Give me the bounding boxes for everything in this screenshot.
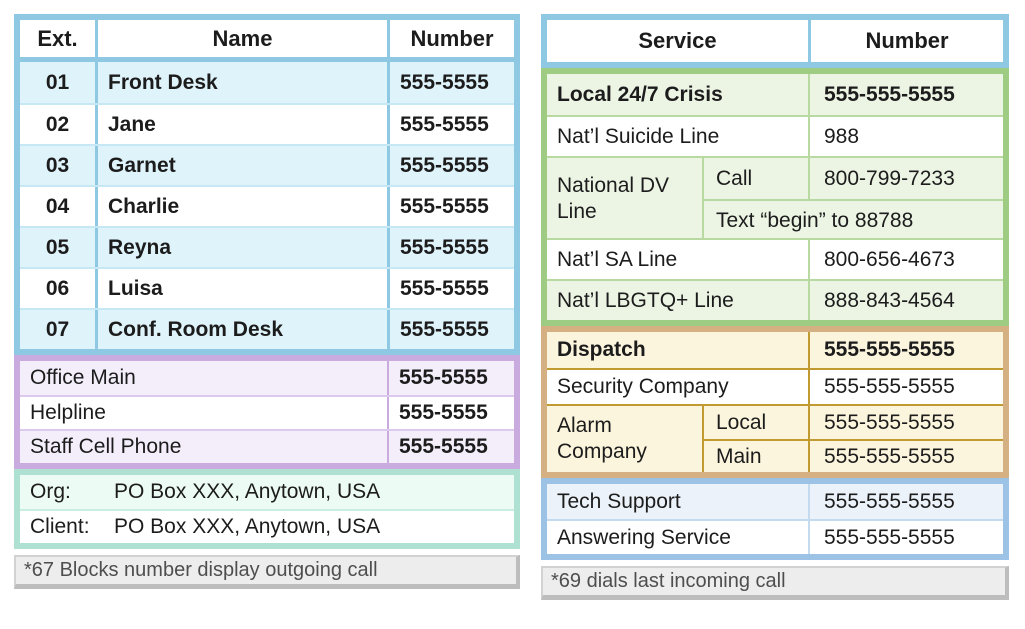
name-cell: Reyna xyxy=(95,228,387,267)
address-label: Client: xyxy=(30,515,90,538)
name-cell: Garnet xyxy=(95,146,387,185)
number-cell: 555-555-5555 xyxy=(808,406,1003,439)
name-cell: Front Desk xyxy=(95,62,387,103)
crisis-lines-section: Local 24/7 Crisis 555-555-5555 Nat’l Sui… xyxy=(541,68,1009,326)
addresses-section: Org: PO Box XXX, Anytown, USA Client: PO… xyxy=(14,469,520,549)
number-cell: 888-843-4564 xyxy=(808,281,1003,320)
call-label-cell: Call xyxy=(702,158,808,199)
number-cell: 555-5555 xyxy=(387,228,514,267)
table-row: Staff Cell Phone 555-5555 xyxy=(20,429,514,463)
service-cell: Nat’l SA Line xyxy=(557,247,678,271)
table-row: Nat’l Suicide Line 988 xyxy=(547,115,1003,156)
support-section: Tech Support 555-555-5555 Answering Serv… xyxy=(541,478,1009,560)
table-row: 04 Charlie 555-5555 xyxy=(20,185,514,226)
number-cell: 555-555-5555 xyxy=(808,521,1003,554)
footnote-star69: *69 dials last incoming call xyxy=(541,566,1009,600)
ext-cell: 01 xyxy=(45,70,70,94)
address-row: Client: PO Box XXX, Anytown, USA xyxy=(20,509,514,543)
number-cell: 555-555-5555 xyxy=(808,439,1003,472)
address-value: PO Box XXX, Anytown, USA xyxy=(114,480,381,503)
number-cell: 555-555-5555 xyxy=(808,370,1003,404)
number-cell: 800-799-7233 xyxy=(808,158,1003,199)
column-header-ext: Ext. xyxy=(37,25,78,51)
number-cell: 800-656-4673 xyxy=(808,240,1003,279)
name-cell: Conf. Room Desk xyxy=(95,310,387,349)
service-header-section: Service Number xyxy=(541,14,1009,68)
name-cell: Charlie xyxy=(95,187,387,226)
service-cell: Alarm Company xyxy=(557,413,647,463)
number-cell: 555-5555 xyxy=(387,105,514,144)
footnote-star67: *67 Blocks number display outgoing call xyxy=(14,555,520,589)
number-cell: 555-5555 xyxy=(387,397,514,429)
number-cell: 555-5555 xyxy=(387,431,514,463)
service-cell: Staff Cell Phone xyxy=(30,435,182,458)
column-header-service: Service xyxy=(638,28,717,53)
table-row: Nat’l SA Line 800-656-4673 xyxy=(547,238,1003,279)
service-cell: Helpline xyxy=(30,401,106,424)
number-cell: 555-555-5555 xyxy=(808,74,1003,115)
table-row: 02 Jane 555-5555 xyxy=(20,103,514,144)
table-row: 07 Conf. Room Desk 555-5555 xyxy=(20,308,514,349)
number-cell: 988 xyxy=(808,117,1003,156)
extension-directory-table: Ext. Name Number 01 Front Desk 555-5555 … xyxy=(14,14,520,589)
number-cell: 555-555-5555 xyxy=(808,484,1003,519)
extension-header-row: Ext. Name Number xyxy=(20,20,514,62)
name-cell: Luisa xyxy=(95,269,387,308)
table-row: Office Main 555-5555 xyxy=(20,361,514,395)
service-cell: Dispatch xyxy=(557,338,646,361)
address-value: PO Box XXX, Anytown, USA xyxy=(114,515,381,538)
table-row: 06 Luisa 555-5555 xyxy=(20,267,514,308)
column-header-number: Number xyxy=(808,20,1003,62)
alarm-local-label: Local xyxy=(702,406,808,439)
service-cell: National DV Line xyxy=(557,173,670,223)
number-cell: 555-5555 xyxy=(387,310,514,349)
column-header-number: Number xyxy=(387,20,514,57)
number-cell: 555-5555 xyxy=(387,62,514,103)
extension-section: Ext. Name Number 01 Front Desk 555-5555 … xyxy=(14,14,520,355)
office-lines-section: Office Main 555-5555 Helpline 555-5555 S… xyxy=(14,355,520,469)
table-row: Nat’l LBGTQ+ Line 888-843-4564 xyxy=(547,279,1003,320)
service-cell: Answering Service xyxy=(557,525,731,549)
table-row: Tech Support 555-555-5555 xyxy=(547,484,1003,519)
table-row: 05 Reyna 555-5555 xyxy=(20,226,514,267)
alarm-company-row-group: Alarm Company Local 555-555-5555 Main 55… xyxy=(547,404,1003,472)
ext-cell: 02 xyxy=(45,112,70,136)
table-row: Security Company 555-555-5555 xyxy=(547,368,1003,404)
table-row: 01 Front Desk 555-5555 xyxy=(20,62,514,103)
service-cell: Office Main xyxy=(30,366,136,389)
table-row: Dispatch 555-555-5555 xyxy=(547,332,1003,368)
table-row: 03 Garnet 555-5555 xyxy=(20,144,514,185)
dv-line-row-group: National DV Line Call 800-799-7233 Text … xyxy=(547,156,1003,240)
service-header-row: Service Number xyxy=(547,20,1003,62)
ext-cell: 05 xyxy=(45,235,70,259)
ext-cell: 07 xyxy=(45,317,70,341)
number-cell: 555-5555 xyxy=(387,187,514,226)
service-cell: Nat’l LBGTQ+ Line xyxy=(557,288,734,312)
column-header-name: Name xyxy=(95,20,387,57)
ext-cell: 06 xyxy=(45,276,70,300)
address-row: Org: PO Box XXX, Anytown, USA xyxy=(20,475,514,509)
ext-cell: 03 xyxy=(45,153,70,177)
dispatch-section: Dispatch 555-555-5555 Security Company 5… xyxy=(541,326,1009,478)
name-cell: Jane xyxy=(95,105,387,144)
number-cell: 555-5555 xyxy=(387,146,514,185)
table-row: Helpline 555-5555 xyxy=(20,395,514,429)
ext-cell: 04 xyxy=(45,194,70,218)
service-cell: Security Company xyxy=(557,375,729,398)
alarm-main-label: Main xyxy=(702,439,808,472)
service-cell: Tech Support xyxy=(557,489,681,513)
number-cell: 555-555-5555 xyxy=(808,332,1003,368)
service-cell: Local 24/7 Crisis xyxy=(557,82,723,106)
table-row: Answering Service 555-555-5555 xyxy=(547,519,1003,554)
table-row: Local 24/7 Crisis 555-555-5555 xyxy=(547,74,1003,115)
text-instruction-cell: Text “begin” to 88788 xyxy=(702,199,1003,240)
number-cell: 555-5555 xyxy=(387,269,514,308)
address-label: Org: xyxy=(30,480,71,503)
service-cell: Nat’l Suicide Line xyxy=(557,124,720,148)
number-cell: 555-5555 xyxy=(387,361,514,395)
service-directory-table: Service Number Local 24/7 Crisis 555-555… xyxy=(541,14,1009,600)
